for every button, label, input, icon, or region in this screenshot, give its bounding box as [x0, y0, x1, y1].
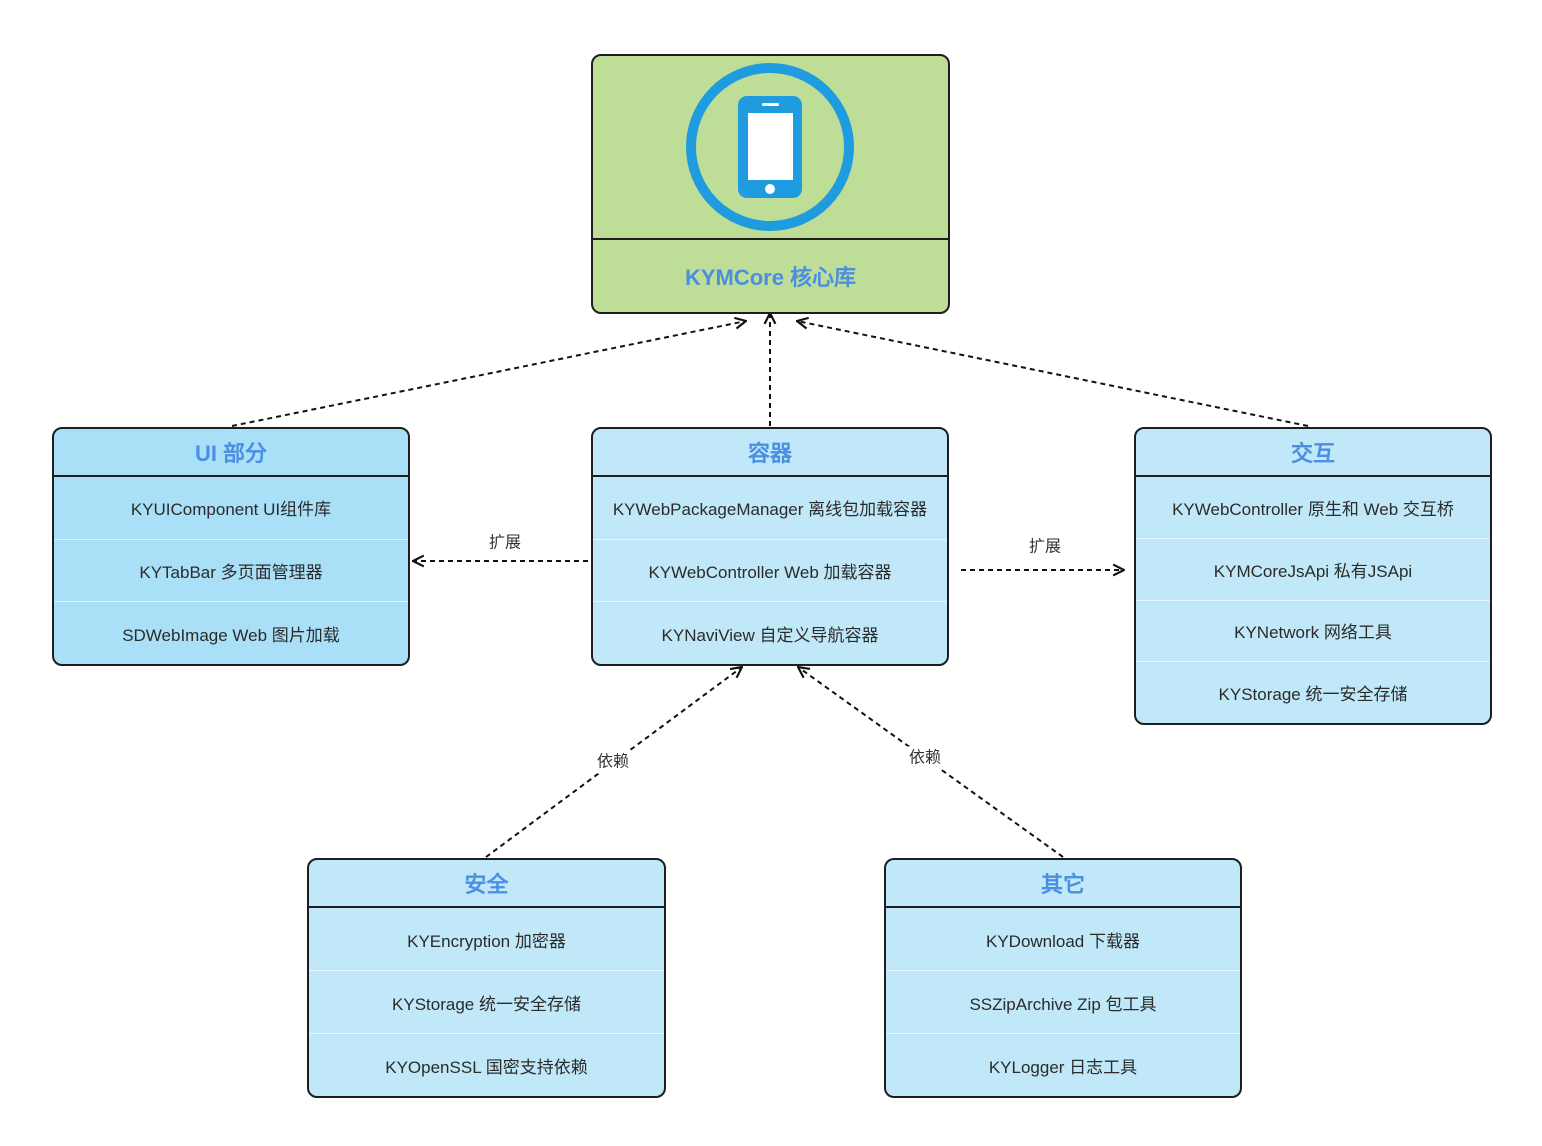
- depend-label: 依赖: [591, 750, 635, 774]
- core-title: KYMCore 核心库: [684, 265, 857, 290]
- phone-screen: [748, 113, 793, 180]
- module-other-title: 其它: [886, 860, 1240, 908]
- module-item: KYLogger 日志工具: [886, 1033, 1240, 1096]
- module-item: KYMCoreJsApi 私有JSApi: [1136, 537, 1490, 600]
- depend-label: 依赖: [903, 746, 947, 770]
- module-container: 容器 KYWebPackageManager 离线包加载容器 KYWebCont…: [591, 427, 949, 666]
- arrow-interaction-to-core: [797, 321, 1309, 427]
- module-security-items: KYEncryption 加密器 KYStorage 统一安全存储 KYOpen…: [309, 908, 664, 1096]
- module-security: 安全 KYEncryption 加密器 KYStorage 统一安全存储 KYO…: [307, 858, 666, 1098]
- phone-home-button: [765, 184, 775, 194]
- mobile-phone-icon: [686, 63, 854, 231]
- arrow-ui-to-core: [231, 321, 746, 427]
- module-ui-items: KYUIComponent UI组件库 KYTabBar 多页面管理器 SDWe…: [54, 477, 408, 664]
- module-other: 其它 KYDownload 下载器 SSZipArchive Zip 包工具 K…: [884, 858, 1242, 1098]
- extend-label: 扩展: [483, 531, 527, 555]
- module-item: KYStorage 统一安全存储: [1136, 661, 1490, 723]
- module-ui: UI 部分 KYUIComponent UI组件库 KYTabBar 多页面管理…: [52, 427, 410, 666]
- icon-ring: [686, 63, 854, 231]
- module-other-items: KYDownload 下载器 SSZipArchive Zip 包工具 KYLo…: [886, 908, 1240, 1096]
- module-item: KYStorage 统一安全存储: [309, 970, 664, 1033]
- module-item: KYNetwork 网络工具: [1136, 599, 1490, 662]
- core-icon-area: [593, 56, 948, 240]
- module-interaction-title: 交互: [1136, 429, 1490, 477]
- module-interaction-items: KYWebController 原生和 Web 交互桥 KYMCoreJsApi…: [1136, 477, 1490, 723]
- module-item: KYTabBar 多页面管理器: [54, 538, 408, 602]
- module-item: KYOpenSSL 国密支持依赖: [309, 1033, 664, 1096]
- module-item: KYUIComponent UI组件库: [130, 500, 332, 520]
- core-library-node: KYMCore 核心库: [591, 54, 950, 314]
- module-item: KYWebPackageManager 离线包加载容器: [612, 500, 928, 520]
- module-security-title: 安全: [309, 860, 664, 908]
- module-container-title: 容器: [593, 429, 947, 477]
- module-item: KYEncryption 加密器: [407, 931, 566, 951]
- module-interaction: 交互 KYWebController 原生和 Web 交互桥 KYMCoreJs…: [1134, 427, 1492, 725]
- module-item: KYWebController 原生和 Web 交互桥: [1172, 499, 1454, 519]
- module-item: SSZipArchive Zip 包工具: [886, 970, 1240, 1033]
- arrow-security-depends-container: [485, 667, 742, 858]
- module-container-items: KYWebPackageManager 离线包加载容器 KYWebControl…: [593, 477, 947, 664]
- module-item: KYNaviView 自定义导航容器: [593, 601, 947, 664]
- phone-speaker: [762, 103, 779, 106]
- module-ui-title: UI 部分: [54, 429, 408, 477]
- module-item: KYDownload 下载器: [985, 931, 1140, 951]
- module-item: SDWebImage Web 图片加载: [54, 601, 408, 664]
- module-item: KYWebController Web 加载容器: [593, 538, 947, 602]
- extend-label: 扩展: [1023, 535, 1067, 559]
